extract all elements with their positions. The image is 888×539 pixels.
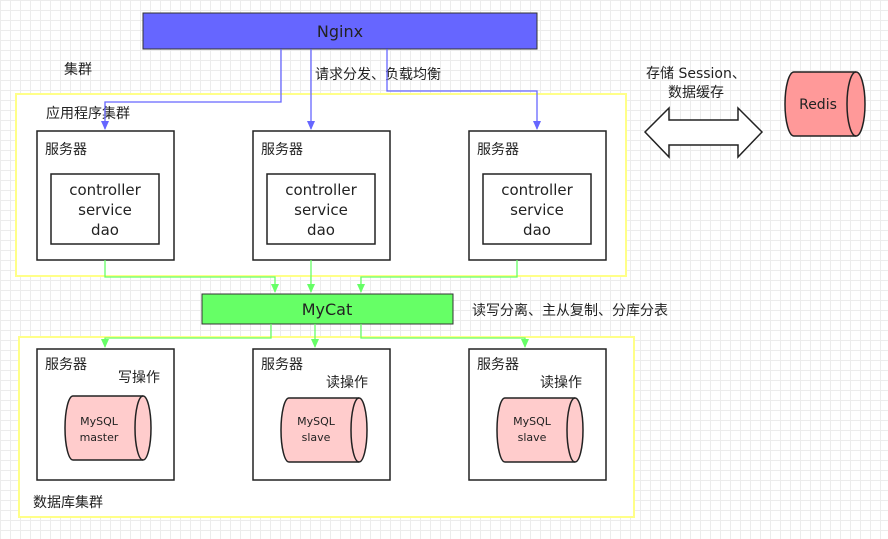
db-role: slave [302, 431, 331, 444]
layer-controller: controller [501, 181, 573, 199]
code-layer-box [50, 173, 160, 245]
cluster-label: 集群 [64, 61, 92, 78]
nginx-label: Nginx [317, 22, 363, 41]
code-layer-box [266, 173, 376, 245]
write-op-label: 写操作 [118, 370, 160, 386]
app-server-2: 服务器 controller service dao [252, 130, 391, 261]
mysql-slave-db: MySQL slave [280, 397, 368, 463]
server-title: 服务器 [261, 357, 303, 373]
layer-service: service [294, 201, 348, 219]
db-name: MySQL [513, 415, 552, 428]
db-cluster-title: 数据库集群 [33, 494, 103, 511]
mycat-description: 读写分离、主从复制、分库分表 [472, 302, 668, 319]
layer-controller: controller [285, 181, 357, 199]
nginx-dispatch-arrows [101, 49, 541, 130]
layer-dao: dao [91, 221, 119, 239]
mycat-to-db-arrows [101, 324, 529, 348]
server-title: 服务器 [261, 142, 303, 158]
app-cluster-title: 应用程序集群 [46, 105, 130, 122]
db-role: slave [518, 431, 547, 444]
db-server-slave-1: 服务器 读操作 MySQL slave [252, 348, 391, 481]
db-role: master [80, 431, 119, 444]
db-name: MySQL [297, 415, 336, 428]
request-dispatch-label: 请求分发、负载均衡 [315, 67, 441, 83]
layer-dao: dao [523, 221, 551, 239]
db-server-master: 服务器 写操作 MySQL master [36, 348, 175, 481]
mycat-label: MyCat [302, 300, 353, 319]
mycat-node: MyCat [201, 293, 454, 325]
server-title: 服务器 [477, 357, 519, 373]
app-server-1: 服务器 controller service dao [36, 130, 175, 261]
app-server-3: 服务器 controller service dao [468, 130, 607, 261]
mysql-master-db: MySQL master [64, 395, 152, 461]
server-title: 服务器 [45, 142, 87, 158]
double-arrow-icon [643, 106, 764, 159]
layer-service: service [510, 201, 564, 219]
db-name: MySQL [80, 415, 119, 428]
read-op-label: 读操作 [540, 374, 582, 391]
layer-service: service [78, 201, 132, 219]
db-server-slave-2: 服务器 读操作 MySQL slave [468, 348, 607, 481]
server-title: 服务器 [45, 357, 87, 373]
layer-dao: dao [307, 221, 335, 239]
session-label-line2: 数据缓存 [668, 85, 724, 101]
mysql-slave-db: MySQL slave [496, 397, 584, 463]
code-layer-box [482, 173, 592, 245]
session-label-line1: 存储 Session、 [646, 66, 746, 82]
layer-controller: controller [69, 181, 141, 199]
server-title: 服务器 [477, 142, 519, 158]
redis-node: Redis [784, 71, 866, 137]
read-op-label: 读操作 [326, 374, 368, 391]
nginx-node: Nginx [142, 12, 538, 50]
app-to-mycat-arrows [104, 260, 518, 293]
redis-label: Redis [799, 97, 837, 113]
